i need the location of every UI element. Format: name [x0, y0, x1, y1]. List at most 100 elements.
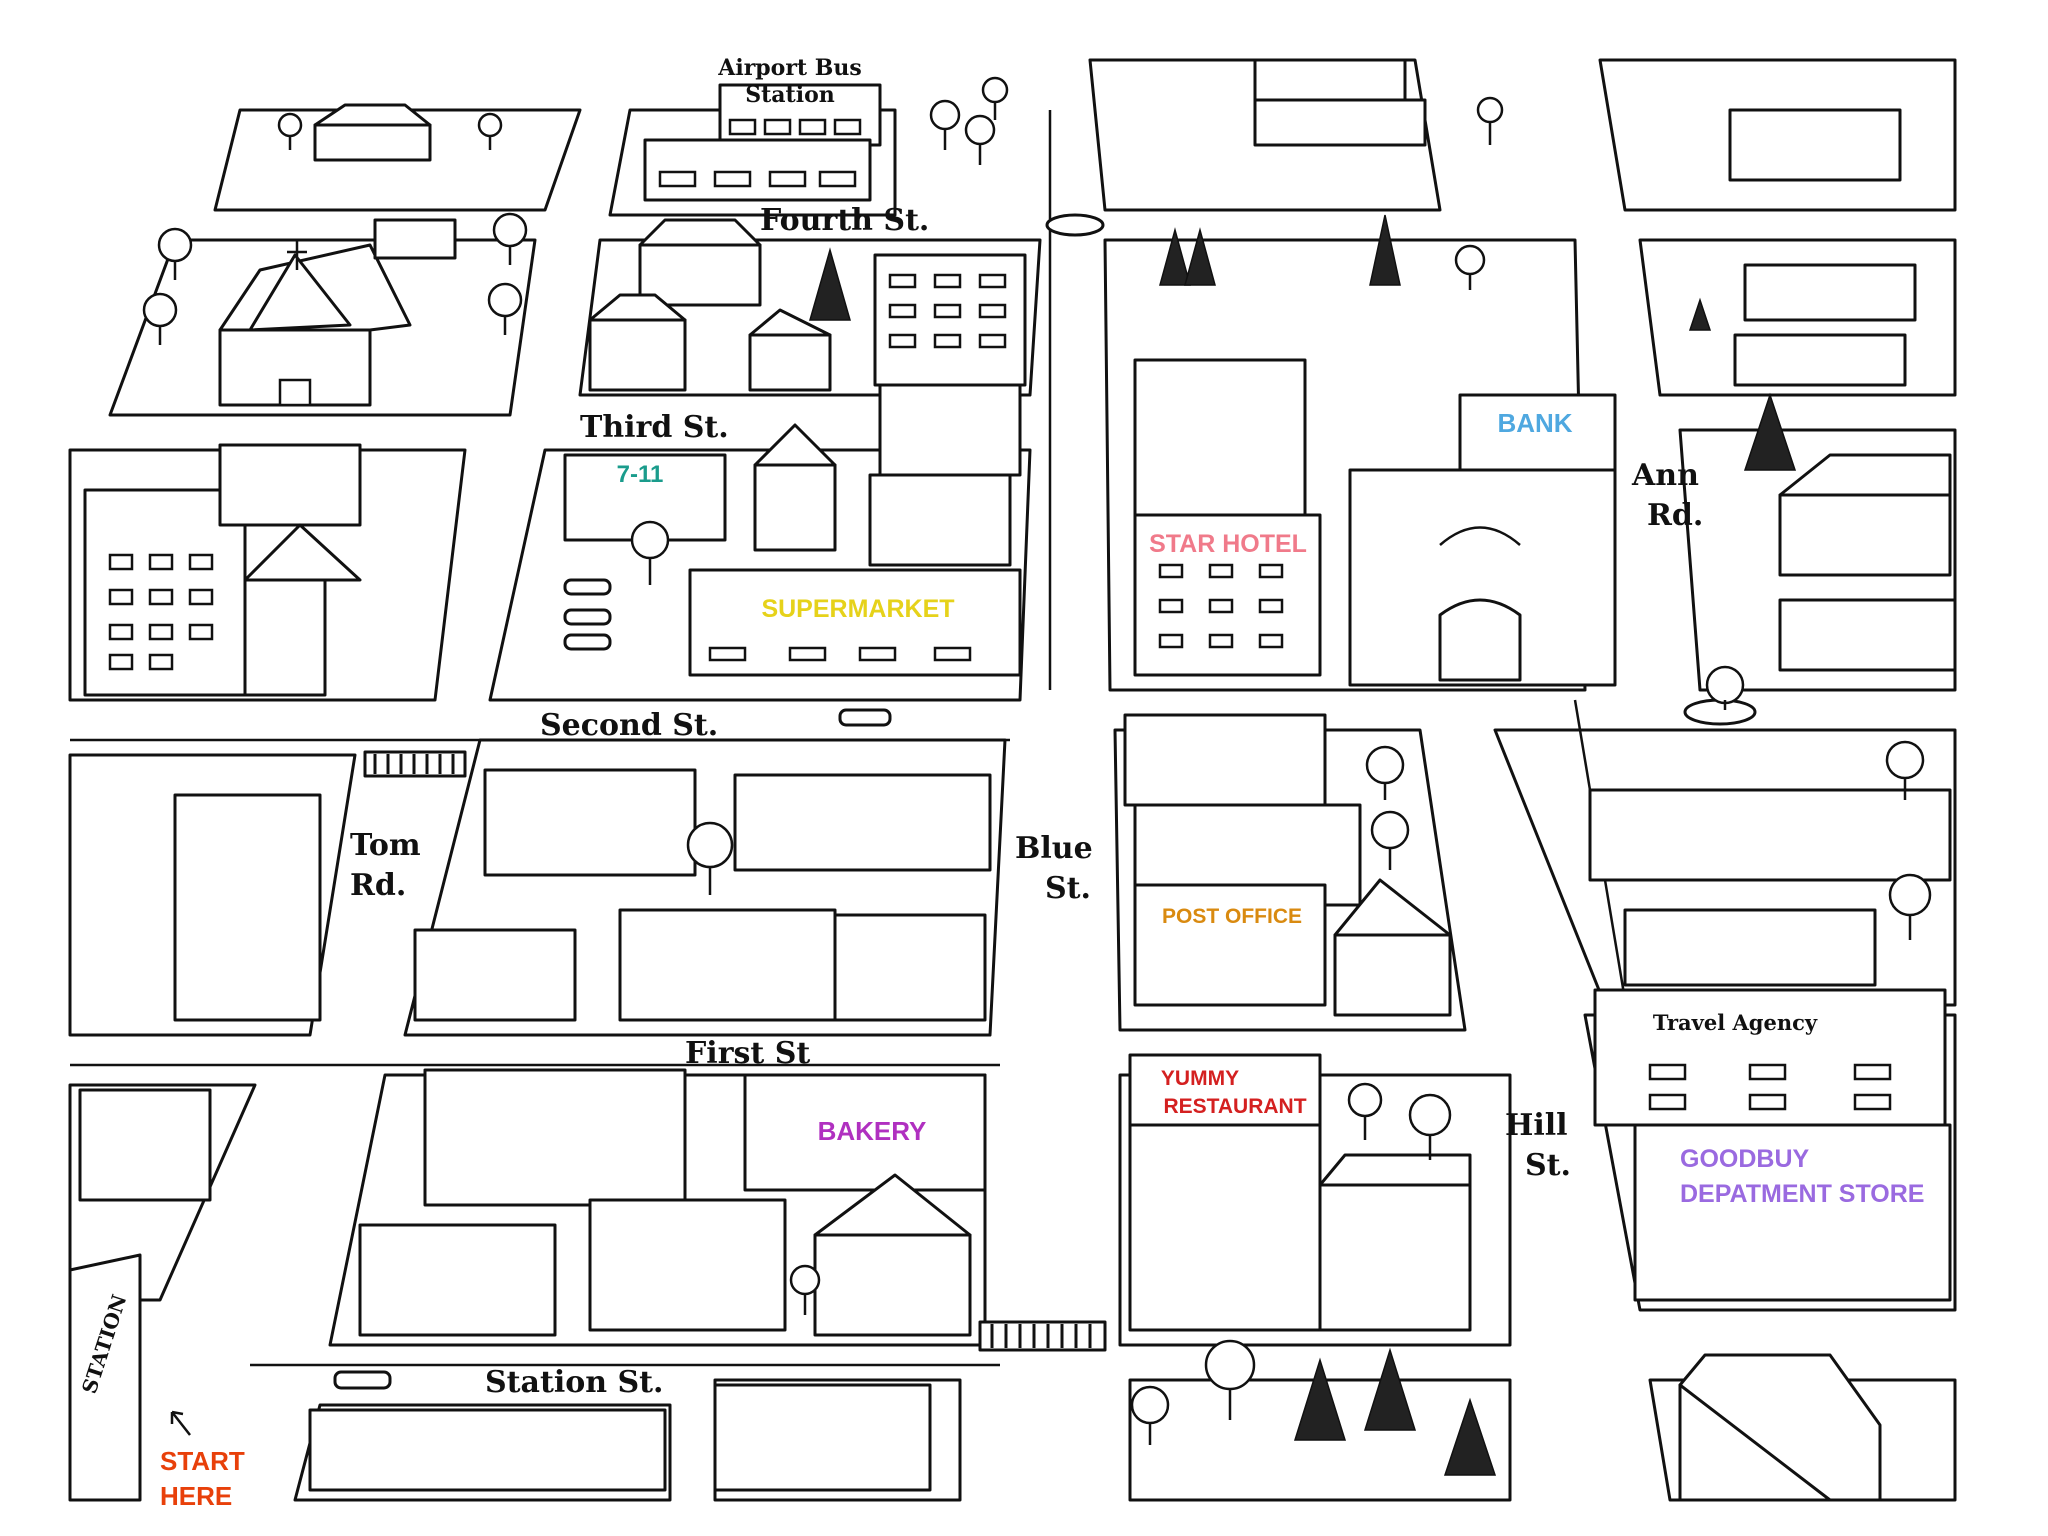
start-arrow-icon: [170, 1410, 191, 1436]
street-label-ann-2: Rd.: [1647, 498, 1703, 533]
building-top-right: [1728, 108, 1902, 182]
tower-third-st: [878, 383, 1022, 477]
crosswalks: [363, 750, 1107, 1352]
place-label-airport-bus-1: Airport Bus: [717, 55, 861, 81]
tree-icon: [1408, 1093, 1452, 1160]
street-label-tom-2: Rd.: [350, 868, 406, 903]
house-left-mid: [243, 578, 327, 697]
place-label-seven-eleven: 7-11: [617, 461, 664, 488]
star-hotel-building: [1133, 513, 1322, 677]
pine-tree-icon: [1688, 297, 1712, 331]
house-north-2: [588, 318, 687, 392]
crosswalk-station-st: [978, 1320, 1107, 1352]
tree-icon: [157, 227, 193, 280]
street-label-second: Second St.: [540, 708, 718, 743]
supermarket-windows: [708, 646, 972, 662]
building-left-bottom: [78, 1088, 212, 1202]
tree-icon: [981, 76, 1009, 120]
hotel-windows: [1158, 563, 1284, 649]
tree-icon: [1130, 1385, 1170, 1445]
car-icon: [563, 608, 612, 626]
house-station: [813, 1233, 972, 1337]
car-icon: [333, 1370, 392, 1390]
post-office-building: [1133, 883, 1327, 1007]
street-labels: Fourth St. Third St. Second St. First St…: [350, 203, 1703, 1400]
pine-tree-icon: [1159, 227, 1191, 286]
apartment-left-top: [218, 443, 362, 527]
tree-icon: [929, 99, 961, 150]
fountain-fourth-st: [1045, 213, 1105, 237]
hall-entrance: [1438, 598, 1522, 682]
place-label-goodbuy-2: DEPATMENT STORE: [1680, 1180, 1924, 1208]
pine-tree-icon: [1363, 1347, 1417, 1431]
place-label-airport-bus-2: Station: [745, 82, 835, 108]
goodbuy-building: [1633, 1123, 1952, 1302]
place-label-yummy-2: RESTAURANT: [1163, 1095, 1306, 1118]
tree-icon: [1204, 1339, 1256, 1420]
station-building: [68, 1253, 142, 1502]
tree-icon: [686, 821, 734, 895]
pine-tree-icon: [1293, 1357, 1347, 1441]
tree-icon: [789, 1264, 821, 1315]
hedge-building: [1588, 788, 1952, 882]
pine-tree-icon: [1443, 1397, 1497, 1476]
tree-icon: [1888, 873, 1932, 940]
pine-tree-icon: [1743, 392, 1797, 471]
place-label-star-hotel: STAR HOTEL: [1149, 530, 1307, 558]
street-label-tom-1: Tom: [350, 828, 421, 863]
building-bottom-mid: [713, 1383, 932, 1492]
apartment-north-windows: [888, 273, 1007, 349]
building-first-st-1: [413, 928, 577, 1022]
tree-icon: [1365, 745, 1405, 800]
pine-tree-icon: [1184, 227, 1216, 286]
buildings: [68, 58, 1957, 1502]
tree-icon: [1347, 1082, 1383, 1140]
trees: [142, 76, 1932, 1476]
tree-icon: [964, 114, 996, 165]
long-building: [1623, 908, 1877, 987]
place-label-bank: BANK: [1497, 408, 1572, 438]
building-bakery-west: [423, 1068, 687, 1207]
car-icon: [563, 633, 612, 651]
place-label-yummy-1: YUMMY: [1161, 1067, 1239, 1090]
street-label-blue-1: Blue: [1015, 831, 1093, 866]
crosswalk-tom-rd: [363, 750, 467, 778]
street-label-hill-1: Hill: [1505, 1108, 1568, 1143]
tree-icon: [1454, 244, 1486, 290]
building-station-west: [358, 1223, 557, 1337]
street-label-station: Station St.: [485, 1365, 663, 1400]
bank-building: [1458, 393, 1617, 472]
apartment-left-windows: [108, 553, 214, 671]
house-north-3: [748, 333, 832, 392]
tree-icon: [277, 112, 303, 150]
building-second-st-2: [733, 773, 992, 872]
building-bottom-left: [308, 1408, 667, 1492]
building-restaurant-east: [1318, 1183, 1472, 1332]
tree-icon: [477, 112, 503, 150]
building-second-st-1: [483, 768, 697, 877]
place-label-start-2: HERE: [160, 1481, 232, 1511]
place-label-start-1: START: [160, 1446, 245, 1476]
tree-icon: [1885, 740, 1925, 800]
building-right-upper: [1743, 263, 1917, 322]
house-post-office: [1333, 933, 1452, 1017]
place-label-travel-agency: Travel Agency: [1653, 1010, 1818, 1035]
street-label-fourth: Fourth St.: [760, 203, 929, 238]
pine-tree-icon: [809, 247, 851, 321]
airport-bus-annex: [643, 138, 872, 202]
pine-tree-icon: [1369, 214, 1401, 286]
building-blue-st: [1123, 713, 1327, 807]
star-hotel-tower: [1133, 358, 1307, 517]
building-tom-rd: [173, 793, 322, 1022]
house-top-left: [313, 123, 432, 162]
street-label-third: Third St.: [580, 410, 729, 445]
yummy-restaurant-sign: [1128, 1053, 1322, 1127]
tree-icon: [1476, 96, 1504, 145]
tree-icon: [630, 520, 670, 585]
tree-icon: [1370, 810, 1410, 870]
place-label-post-office: POST OFFICE: [1162, 905, 1302, 928]
tree-icon: [487, 282, 523, 335]
place-label-goodbuy-1: GOODBUY: [1680, 1145, 1810, 1173]
